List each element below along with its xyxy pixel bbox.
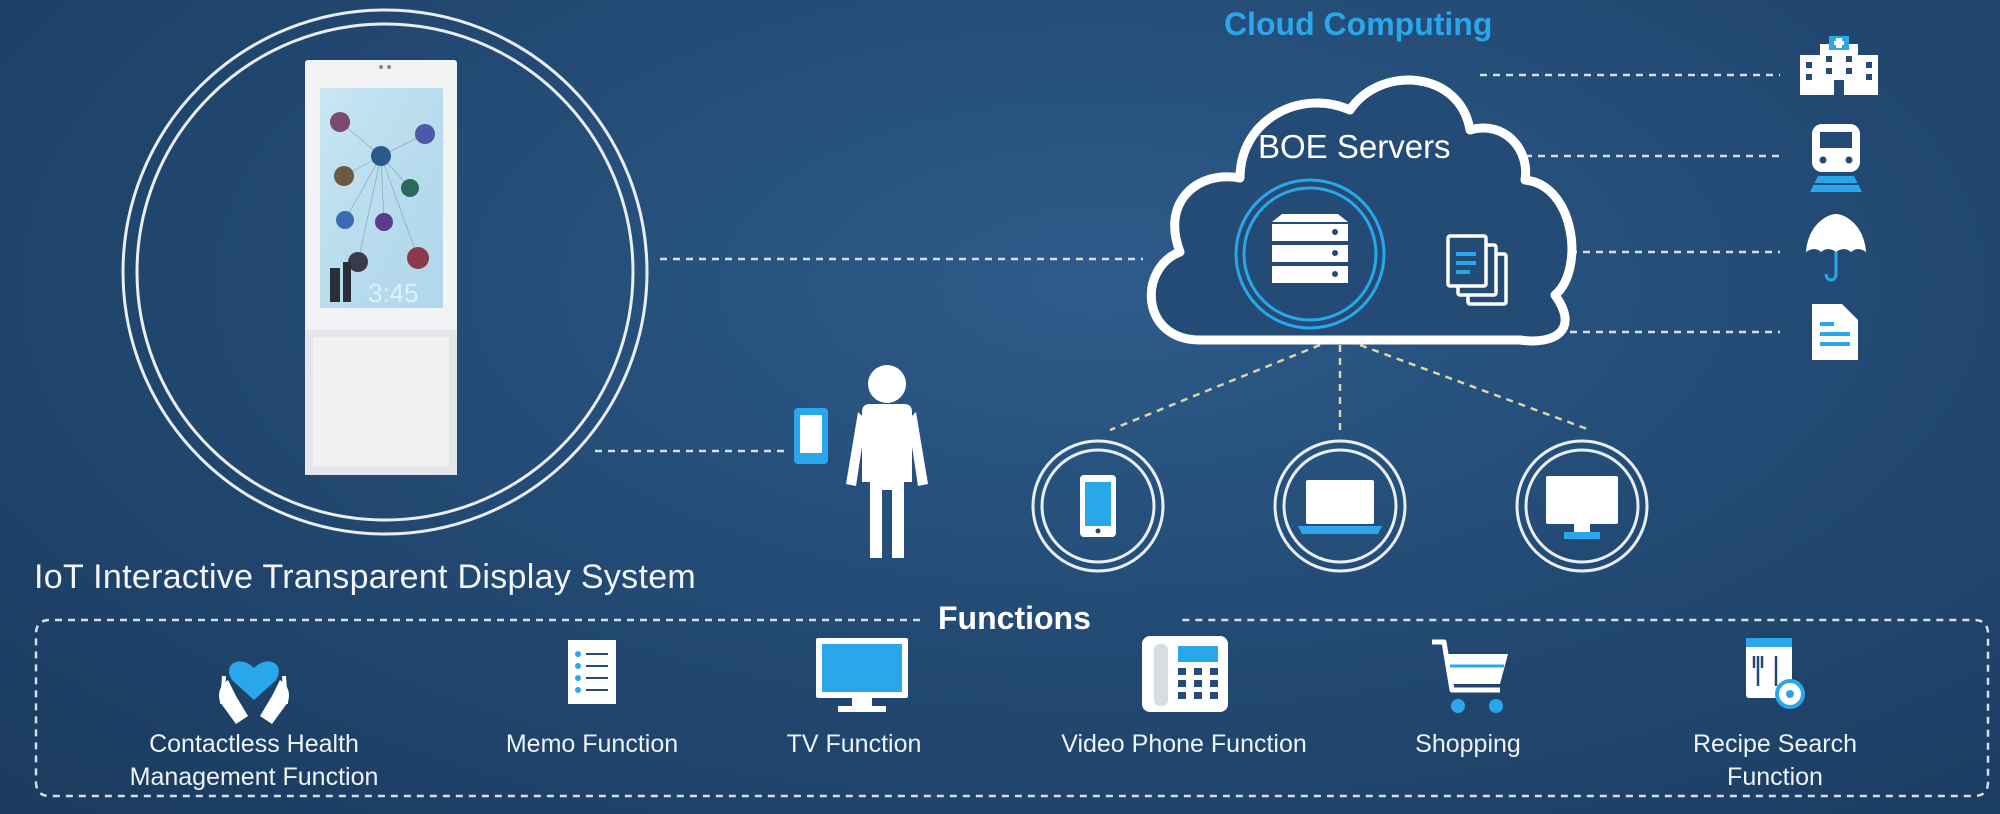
function-shopping-label: Shopping xyxy=(1415,730,1521,758)
umbrella-icon xyxy=(1806,214,1866,282)
memo-icon xyxy=(568,640,616,704)
monitor-device xyxy=(1515,439,1649,573)
transparent-display-kiosk: 3:45 xyxy=(305,60,457,475)
device-connector-lines xyxy=(1109,343,1591,435)
hospital-icon xyxy=(1800,36,1878,95)
health-hands-icon xyxy=(219,661,289,724)
function-recipe-search-label: Recipe Search Function xyxy=(1693,730,1857,791)
function-health-line2: Management Function xyxy=(129,763,379,791)
display-clock: 3:45 xyxy=(368,278,419,308)
function-health-line1: Contactless Health xyxy=(149,730,359,758)
tv-icon xyxy=(816,638,908,712)
recipe-search-icon xyxy=(1746,638,1805,709)
display-frame xyxy=(121,8,649,536)
function-health-label: Contactless Health Management Function xyxy=(130,728,379,794)
person-icon xyxy=(846,365,928,558)
server-icon xyxy=(1234,178,1386,330)
function-memo-label: Memo Function xyxy=(505,730,679,758)
document-icon xyxy=(1812,304,1858,360)
function-video-phone-label: Video Phone Function xyxy=(1061,730,1307,758)
connector-lines xyxy=(595,73,1780,453)
smartphone-device xyxy=(1031,439,1165,573)
system-title: IoT Interactive Transparent Display Syst… xyxy=(34,558,697,596)
shopping-cart-icon xyxy=(1432,639,1508,713)
functions-box xyxy=(34,618,1990,798)
function-tv-label: TV Function xyxy=(786,730,922,758)
cloud-computing-title: Cloud Computing xyxy=(1224,6,1493,42)
boe-servers-label: BOE Servers xyxy=(1258,128,1451,165)
video-phone-icon xyxy=(1142,636,1228,712)
handheld-phone-icon xyxy=(794,408,828,464)
functions-title: Functions xyxy=(938,600,1091,636)
documents-icon xyxy=(1446,234,1508,306)
laptop-device xyxy=(1273,439,1407,573)
train-icon xyxy=(1810,124,1862,192)
